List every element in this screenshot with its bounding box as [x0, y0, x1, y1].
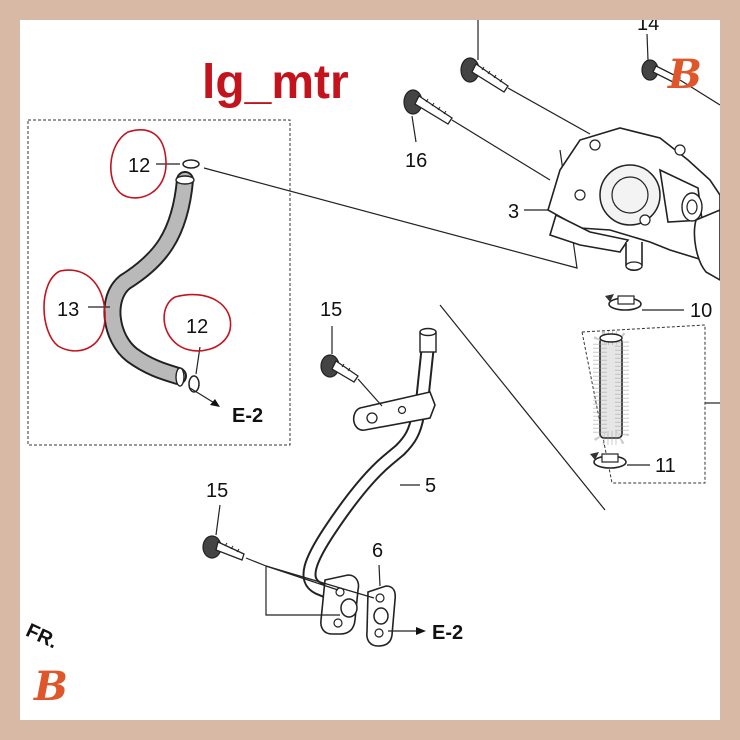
label-part-10: 10 — [690, 300, 712, 322]
brand-logo-top: B — [667, 51, 702, 98]
clip-12-bottom — [188, 375, 200, 393]
bolt-15-low — [202, 504, 245, 561]
red-circle-12-top — [110, 129, 167, 199]
parts-diagram-sheet: lg_mtr 12 13 12 E-2 — [20, 20, 720, 720]
label-part-14: 14 — [637, 20, 659, 35]
hose-8 — [593, 331, 629, 445]
pipe-5 — [302, 327, 437, 635]
air-valve-3 — [547, 127, 720, 281]
label-fr: FR. — [23, 620, 61, 654]
label-part-6: 6 — [372, 540, 383, 562]
hose-13 — [103, 171, 195, 387]
clip-12-top — [182, 159, 200, 169]
bolt-15-mid — [320, 326, 359, 383]
parts-diagram: lg_mtr 12 13 12 E-2 — [23, 20, 720, 710]
leader-bolt-15-low — [245, 557, 340, 616]
front-direction-indicator: FR. — [23, 620, 61, 654]
leader-kit-to-pipe — [439, 304, 606, 511]
label-e2-bottom: E-2 — [432, 622, 463, 644]
leader-kit-to-valve — [203, 149, 578, 269]
label-part-11: 11 — [655, 455, 676, 477]
red-circle-13 — [43, 269, 106, 352]
label-part-5: 5 — [425, 475, 436, 497]
label-part-3: 3 — [508, 201, 519, 223]
label-e2-box: E-2 — [232, 405, 263, 427]
brand-logo-bottom: B — [33, 663, 68, 710]
label-part-12-bottom: 12 — [186, 316, 208, 338]
label-part-16: 16 — [405, 150, 427, 172]
label-part-12-top: 12 — [128, 155, 150, 177]
label-part-13: 13 — [57, 299, 79, 321]
clamp-10 — [605, 294, 642, 311]
label-part-15-low: 15 — [206, 480, 228, 502]
label-part-15-mid: 15 — [320, 299, 342, 321]
hose-kit-box — [27, 119, 291, 446]
bolt-16 — [403, 89, 453, 143]
bolt-top — [460, 20, 509, 93]
red-circle-12-bottom — [163, 293, 232, 352]
gasket-6 — [366, 585, 397, 647]
clamp-11 — [590, 452, 627, 469]
watermark-text: lg_mtr — [202, 56, 349, 109]
bolt-14 — [641, 33, 720, 106]
